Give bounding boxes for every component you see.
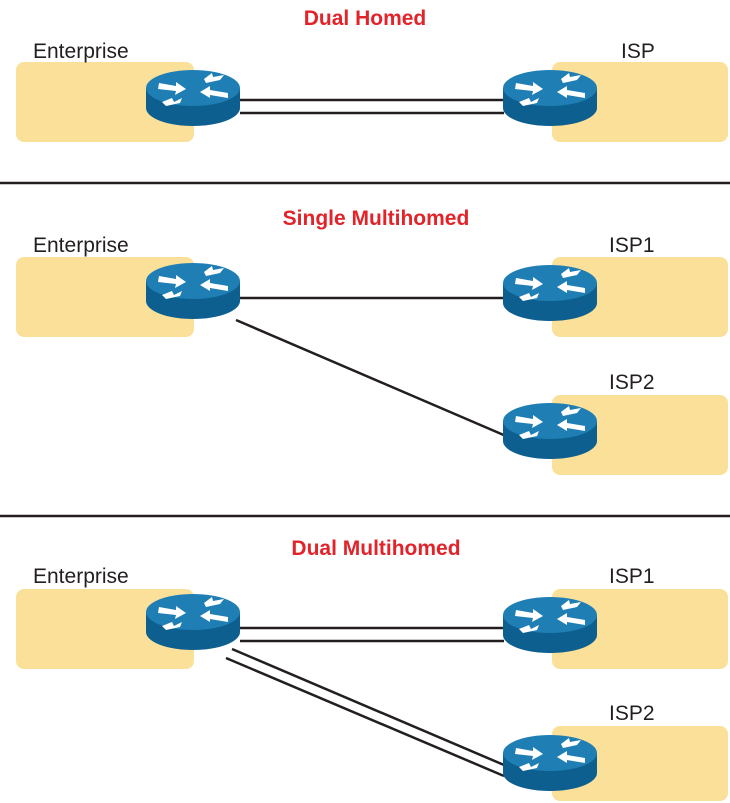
isp2-label: ISP2 — [609, 371, 655, 394]
isp2-area — [552, 395, 728, 475]
link-line — [225, 656, 505, 778]
router-icon — [146, 594, 240, 650]
section-single-multihomed: Single Multihomed Enterprise ISP1 ISP2 — [16, 207, 728, 475]
isp-area — [552, 62, 728, 142]
enterprise-label: Enterprise — [33, 565, 129, 588]
isp1-label: ISP1 — [609, 565, 655, 588]
isp1-area — [552, 589, 728, 669]
router-icon — [146, 263, 240, 319]
link-line — [231, 647, 505, 767]
isp1-label: ISP1 — [609, 234, 655, 257]
router-icon — [503, 70, 597, 126]
section-title: Dual Multihomed — [291, 537, 460, 560]
router-icon — [503, 597, 597, 653]
isp2-label: ISP2 — [609, 702, 655, 725]
links — [225, 626, 505, 778]
router-icon — [146, 70, 240, 126]
section-dual-homed: Dual Homed Enterprise ISP — [16, 7, 728, 142]
section-dual-multihomed: Dual Multihomed Enterprise ISP1 ISP2 — [16, 537, 728, 801]
router-icon — [503, 403, 597, 459]
enterprise-label: Enterprise — [33, 234, 129, 257]
links — [240, 98, 504, 115]
enterprise-label: Enterprise — [33, 40, 129, 63]
router-icon — [503, 735, 597, 791]
links — [235, 296, 507, 438]
isp2-area — [552, 726, 728, 801]
router-icon — [503, 265, 597, 321]
isp1-area — [552, 257, 728, 337]
link-line — [235, 318, 507, 438]
isp-label: ISP — [621, 40, 655, 63]
section-title: Dual Homed — [304, 7, 427, 30]
section-title: Single Multihomed — [283, 207, 470, 230]
